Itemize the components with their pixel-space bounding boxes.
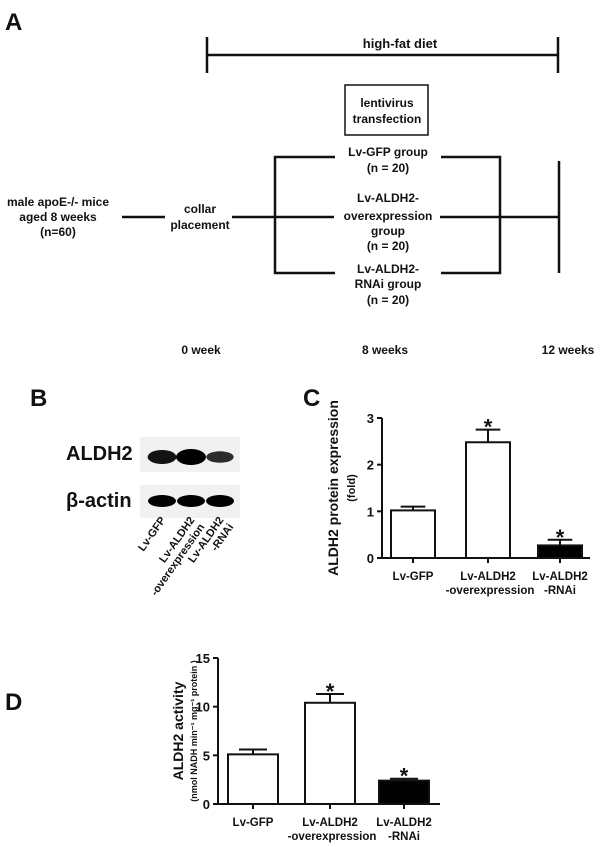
y-tick-label: 1 [367,504,374,519]
y-tick-label: 10 [196,700,210,715]
y-tick-label: 2 [367,458,374,473]
collar-line-1: collar [184,202,216,216]
timeline-diagram: high-fat diet male apoE-/- mice aged 8 w… [7,36,595,357]
over-group-line-2: overexpression [344,209,433,223]
gfp-group-line-1: Lv-GFP group [348,145,428,159]
over-group-line-4: (n = 20) [367,239,409,253]
collar-line-2: placement [170,218,229,232]
aldh2-band [206,451,234,463]
left-bracket [273,155,335,275]
significance-marker: * [326,679,335,704]
x-tick-label: Lv-GFP [393,571,434,583]
rnai-group-line-3: (n = 20) [367,293,409,307]
chart-d: ALDH2 activity (nmol NADH min⁻¹ mg⁻¹ pro… [170,651,440,843]
gfp-group-line-2: (n = 20) [367,161,409,175]
panel-label-a: A [5,9,22,36]
panel-label-d: D [5,689,22,716]
x-tick-label: -RNAi [544,585,576,597]
transfection-line-1: lentivirus [360,96,414,110]
y-tick-label: 3 [367,411,374,426]
diet-label: high-fat diet [363,36,438,51]
y-tick-label: 5 [203,748,210,763]
start-line-3: (n=60) [40,225,76,239]
aldh2-band [147,450,177,464]
bar [227,753,279,805]
rnai-group-line-1: Lv-ALDH2- [357,262,419,276]
panel-label-b: B [30,385,47,412]
y-tick-label: 15 [196,651,210,666]
chart-c: ALDH2 protein expression (fold) 0 1 2 3Lv-G… [325,400,590,597]
x-tick-label: Lv-ALDH2 [532,571,588,583]
y-axis-unit: (fold) [346,474,358,502]
over-group-line-1: Lv-ALDH2- [357,191,419,205]
x-tick-label: Lv-GFP [233,817,274,829]
significance-marker: * [556,525,565,550]
transfection-box [344,84,429,136]
start-line-2: aged 8 weeks [19,210,97,224]
bar [390,509,436,559]
bar [465,441,511,559]
x-tick-label: -RNAi [388,831,420,843]
actin-band [148,495,176,507]
x-tick-label: -overexpression [446,585,535,597]
panel-label-c: C [303,385,320,412]
timepoint-12: 12 weeks [542,343,595,357]
western-blot: ALDH2 β-actin Lv-GFPLv-ALDH2-overexpress… [66,437,240,598]
bar [304,701,356,805]
blot-row-actin: β-actin [66,490,132,512]
x-tick-label: -overexpression [288,831,377,843]
over-group-line-3: group [371,224,405,238]
blot-row-aldh2: ALDH2 [66,443,133,465]
y-tick-label: 0 [203,797,210,812]
actin-band [206,495,234,507]
y-axis-title: ALDH2 activity [170,681,186,780]
aldh2-band [176,449,206,465]
y-axis-unit: (nmol NADH min⁻¹ mg⁻¹ protein ) [189,660,199,802]
start-line-1: male apoE-/- mice [7,195,109,209]
transfection-line-2: transfection [353,112,422,126]
rnai-group-line-2: RNAi group [355,277,422,291]
x-tick-label: Lv-ALDH2 [460,571,516,583]
significance-marker: * [484,415,493,440]
actin-band [177,495,205,507]
x-tick-label: Lv-ALDH2 [302,817,358,829]
y-tick-label: 0 [367,551,374,566]
timepoint-8: 8 weeks [362,343,408,357]
significance-marker: * [400,764,409,789]
x-tick-label: Lv-ALDH2 [376,817,432,829]
right-bracket [441,155,502,275]
y-axis-title: ALDH2 protein expression [325,400,341,576]
timepoint-0: 0 week [181,343,221,357]
